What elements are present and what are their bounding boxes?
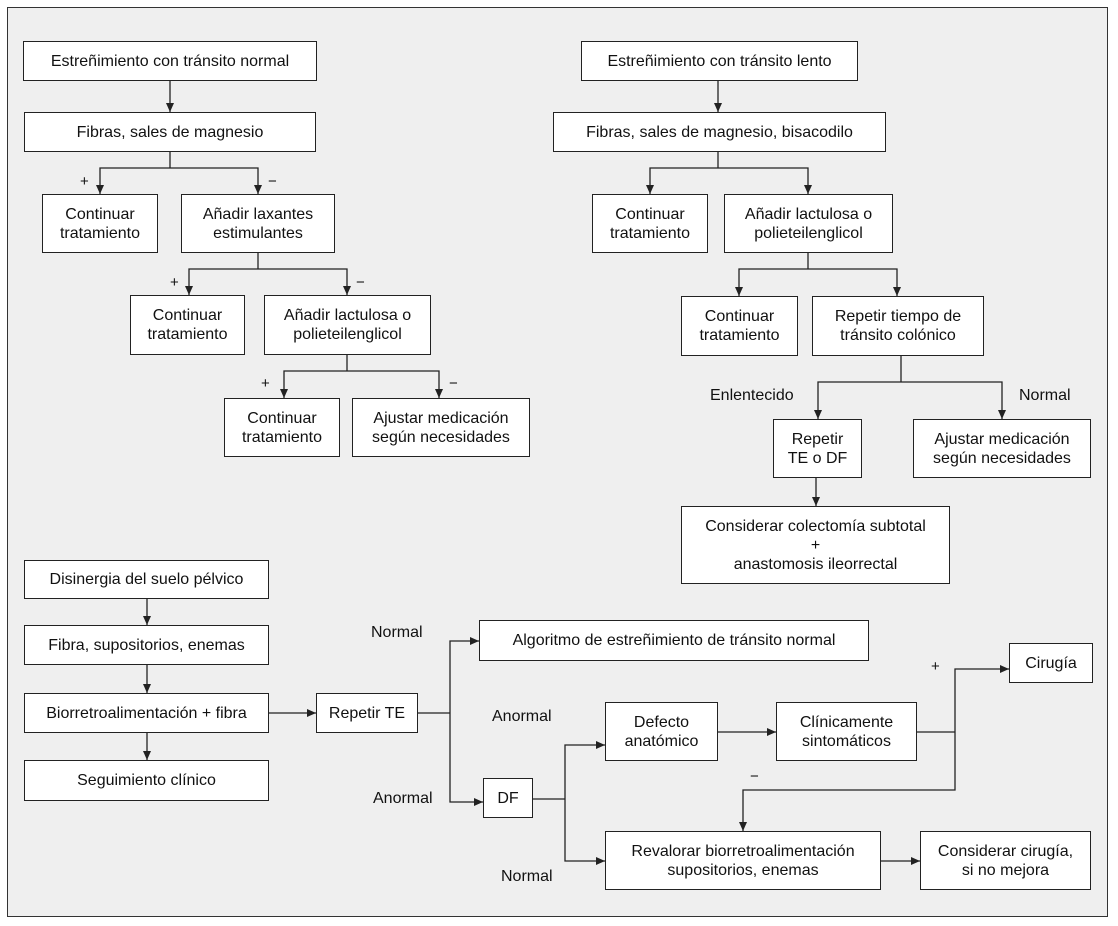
arrow-dys-title-to-fiber bbox=[143, 599, 151, 625]
box-normal-transit-algorithm: Algoritmo de estreñimiento de tránsito n… bbox=[479, 620, 869, 661]
minus-label-2: − bbox=[356, 274, 365, 291]
plus-label-1: + bbox=[80, 173, 89, 190]
arrow-lactulose-to-continue-3 bbox=[280, 370, 347, 398]
plus-label-3: + bbox=[261, 375, 270, 392]
box-clinical-followup: Seguimiento clínico bbox=[24, 760, 269, 801]
box-slow-adjust-medication: Ajustar medicación según necesidades bbox=[913, 419, 1091, 478]
label-anormal-df: Anormal bbox=[492, 708, 552, 725]
minus-label-1: − bbox=[268, 173, 277, 190]
label-normal-df: Normal bbox=[501, 868, 553, 885]
arrow-slow-to-continue-1 bbox=[646, 167, 718, 194]
box-normal-adjust-medication: Ajustar medicación según necesidades bbox=[352, 398, 530, 457]
box-normal-fibers-magnesium: Fibras, sales de magnesio bbox=[24, 112, 316, 152]
box-slow-transit-title: Estreñimiento con tránsito lento bbox=[581, 41, 858, 81]
box-clinically-symptomatic: Clínicamente sintomáticos bbox=[776, 702, 917, 761]
arrow-laxatives-to-continue-2 bbox=[185, 268, 258, 295]
plus-label-2: + bbox=[170, 274, 179, 291]
box-reassess-biofeedback: Revalorar biorretroalimentación suposito… bbox=[605, 831, 881, 890]
arrow-normal-title-to-fibers bbox=[166, 81, 174, 112]
box-surgery: Cirugía bbox=[1009, 643, 1093, 683]
arrow-symptomatic-to-reassess bbox=[739, 732, 956, 831]
arrow-biofeedback-to-repeat-te bbox=[269, 709, 316, 717]
arrow-to-slow-adjust bbox=[901, 381, 1006, 419]
arrow-reassess-to-consider-surgery bbox=[881, 857, 920, 865]
minus-label-3: − bbox=[449, 375, 458, 392]
box-normal-continue-1: Continuar tratamiento bbox=[42, 194, 158, 253]
label-normal-te: Normal bbox=[371, 624, 423, 641]
box-repeat-te: Repetir TE bbox=[316, 693, 418, 733]
box-normal-continue-3: Continuar tratamiento bbox=[224, 398, 340, 457]
box-normal-transit-title: Estreñimiento con tránsito normal bbox=[23, 41, 317, 81]
arrow-biofeedback-to-followup bbox=[143, 733, 151, 760]
plus-label-surgery: + bbox=[931, 658, 940, 675]
box-slow-add-lactulose: Añadir lactulosa o polieteilenglicol bbox=[724, 194, 893, 253]
label-enlentecido: Enlentecido bbox=[710, 387, 794, 404]
arrow-te-to-df bbox=[449, 713, 483, 806]
label-anormal-te: Anormal bbox=[373, 790, 433, 807]
box-consider-colectomy: Considerar colectomía subtotal + anastom… bbox=[681, 506, 950, 584]
arrow-fiber-to-biofeedback bbox=[143, 665, 151, 693]
box-slow-fibers-bisacodyl: Fibras, sales de magnesio, bisacodilo bbox=[553, 112, 886, 152]
arrow-defect-to-symptomatic bbox=[718, 728, 776, 736]
box-fiber-suppositories-enemas: Fibra, supositorios, enemas bbox=[24, 625, 269, 665]
arrow-lactulose-to-adjust bbox=[347, 370, 443, 398]
box-pelvic-floor-dyssynergia: Disinergia del suelo pélvico bbox=[24, 560, 269, 599]
arrow-slow-to-add-lactulose bbox=[718, 167, 812, 194]
box-normal-add-lactulose: Añadir lactulosa o polieteilenglicol bbox=[264, 295, 431, 355]
arrow-symptomatic-to-surgery bbox=[954, 665, 1009, 732]
arrow-to-repeat-te-df bbox=[814, 381, 901, 419]
box-add-stimulant-laxatives: Añadir laxantes estimulantes bbox=[181, 194, 335, 253]
arrow-df-to-reassess bbox=[564, 799, 605, 865]
arrow-df-to-defect bbox=[564, 741, 605, 799]
box-anatomic-defect: Defecto anatómico bbox=[605, 702, 718, 761]
arrow-slow-to-repeat-transit bbox=[808, 268, 901, 296]
arrow-normal-to-continue-1 bbox=[96, 167, 170, 194]
box-slow-continue-1: Continuar tratamiento bbox=[592, 194, 708, 253]
box-df: DF bbox=[483, 778, 533, 818]
box-consider-surgery: Considerar cirugía, si no mejora bbox=[920, 831, 1091, 890]
arrow-slow-title-to-fibers bbox=[714, 81, 722, 112]
label-normal-slow: Normal bbox=[1019, 387, 1071, 404]
box-slow-continue-2: Continuar tratamiento bbox=[681, 296, 798, 356]
arrow-to-colectomy bbox=[812, 478, 820, 506]
box-normal-continue-2: Continuar tratamiento bbox=[130, 295, 245, 355]
box-repeat-te-or-df: Repetir TE o DF bbox=[773, 419, 862, 478]
arrow-te-to-algorithm bbox=[449, 637, 479, 713]
minus-label-reassess: − bbox=[750, 768, 759, 785]
box-biofeedback-fiber: Biorretroalimentación + fibra bbox=[24, 693, 269, 733]
arrow-slow-to-continue-2 bbox=[735, 268, 808, 296]
box-repeat-colonic-transit: Repetir tiempo de tránsito colónico bbox=[812, 296, 984, 356]
arrow-laxatives-to-add-lactulose bbox=[258, 268, 351, 295]
arrow-normal-to-add-laxatives bbox=[170, 167, 262, 194]
